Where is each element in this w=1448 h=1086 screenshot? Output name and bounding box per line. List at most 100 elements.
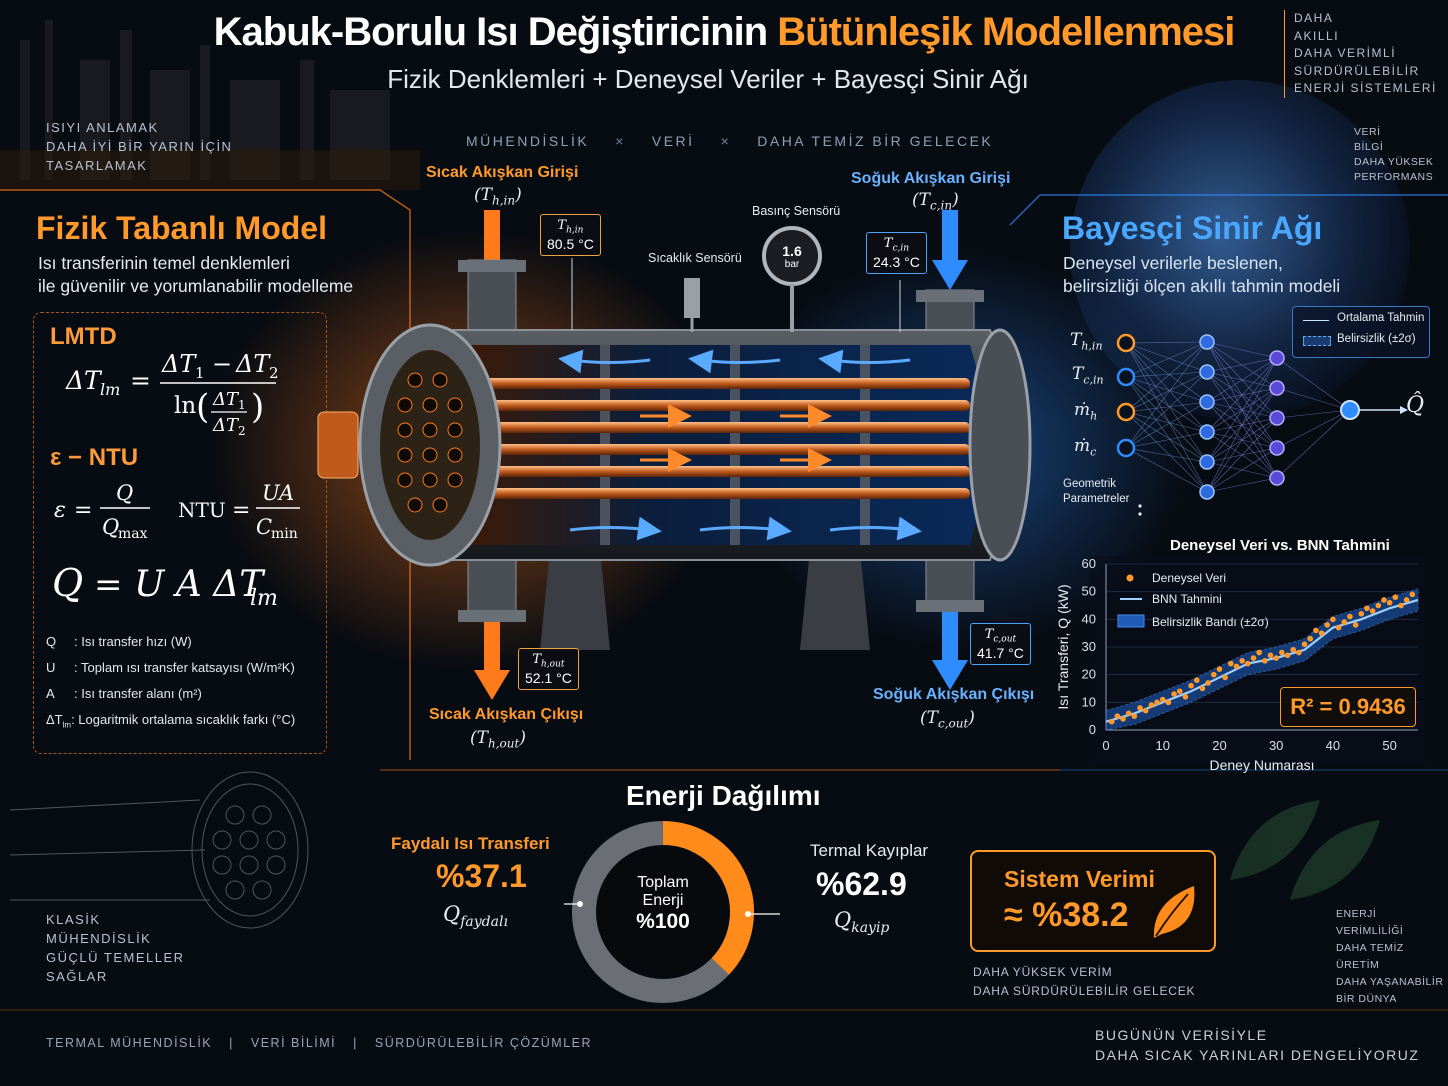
nn-edge [1206, 357, 1278, 373]
symbol-row: A: Isı transfer alanı (m²) [46, 686, 295, 712]
reading-value: 41.7 °C [977, 644, 1024, 661]
label-line: Parametreler [1063, 493, 1130, 505]
nn-hidden-node [1199, 484, 1215, 500]
y-axis-label: Isı Transferi, Q (kW) [1055, 584, 1071, 709]
x-tick-label: 40 [1326, 738, 1340, 753]
y-tick-label: 50 [1082, 584, 1096, 599]
saddle-support [800, 550, 870, 650]
nn-edge [1125, 411, 1208, 433]
data-point [1171, 691, 1177, 697]
svg-text:Q: Q [102, 515, 119, 539]
nn-hidden-node [1269, 350, 1285, 366]
tube [480, 400, 970, 411]
data-point [1142, 707, 1149, 714]
footer-line: DAHA SICAK YARINLARI DENGELİYORUZ [1095, 1047, 1420, 1063]
nn-edge [1206, 447, 1278, 493]
nn-input-label: Tc,in [1072, 364, 1104, 386]
tagline-item-future: DAHA TEMİZ BİR GELECEK [757, 133, 994, 149]
data-point [1250, 655, 1257, 661]
nn-edge [1206, 477, 1278, 493]
data-point [1216, 666, 1223, 672]
nn-edge [1276, 357, 1351, 411]
data-point [1228, 660, 1234, 667]
data-point [1324, 622, 1331, 628]
input-sym: ṁ [1074, 400, 1091, 420]
reading-value: 80.5 °C [547, 235, 594, 252]
nn-output-label: Q̂ [1406, 393, 1425, 418]
nn-edge [1125, 376, 1208, 493]
nn-edge [1206, 357, 1278, 493]
symbol-sub: c,out [937, 716, 969, 731]
hot-flow-arrows [640, 404, 832, 472]
svg-text:lm: lm [100, 380, 120, 399]
useful-heat-percent: %37.1 [436, 858, 527, 894]
nn-edge [1125, 342, 1208, 493]
tag-line: PERFORMANS [1354, 171, 1434, 183]
data-point [1148, 702, 1155, 708]
cold-flow-arrows [558, 349, 922, 541]
data-point [1262, 658, 1268, 664]
reading-th-out: Th,out 52.1 °C [518, 648, 579, 690]
symbol-sub: c,in [929, 198, 953, 213]
data-point [1301, 641, 1308, 648]
hot-outlet-arrow-shaft [484, 610, 500, 680]
nn-edge [1206, 357, 1278, 433]
data-point [1256, 649, 1262, 656]
nn-legend: Ortalama Tahmin Belirsizlik (±2σ) [1292, 306, 1430, 358]
donut-hole [598, 847, 728, 977]
nn-input-node [1116, 438, 1136, 458]
corner-tag-right-small: VERİ BİLGİ DAHA YÜKSEK PERFORMANS [1354, 125, 1433, 185]
data-point [1108, 718, 1115, 725]
tag-line: SAĞLAR [46, 969, 108, 984]
data-point [1114, 713, 1121, 719]
bnn-panel-title: Bayesçi Sinir Ağı [1062, 210, 1323, 246]
nn-hidden-node [1199, 334, 1215, 350]
nn-edge [1125, 376, 1208, 403]
tag-line: KLASİK [46, 912, 101, 927]
hot-outlet-symbol: (Th,out) [470, 728, 526, 751]
hot-inlet-flange [458, 260, 526, 272]
svg-text:ΔT: ΔT [65, 366, 103, 395]
reading-value: 24.3 °C [873, 253, 920, 270]
y-tick-label: 60 [1082, 556, 1096, 571]
legend-label: Deneysel Veri [1152, 571, 1226, 585]
cold-outlet-arrow-shaft [942, 600, 958, 670]
pressure-sensor-label: Basınç Sensörü [752, 204, 841, 218]
nn-hidden-node [1269, 470, 1285, 486]
nn-edge [1206, 341, 1278, 359]
symbol-sub: h,out [487, 736, 520, 751]
input-sym: T [1072, 364, 1084, 384]
tube-bundle [480, 378, 970, 499]
footer-item: SÜRDÜRÜLEBİLİR ÇÖZÜMLER [374, 1036, 593, 1050]
footer-sep: | [229, 1036, 234, 1050]
y-tick-label: 0 [1089, 722, 1096, 737]
input-sym: T [1070, 330, 1082, 350]
subtitle-line: Isı transferinin temel denklemleri [38, 253, 290, 273]
nn-hidden-node [1269, 380, 1285, 396]
svg-text:ΔT: ΔT [161, 350, 197, 378]
nn-hidden-node [1199, 454, 1215, 470]
tag-line: DAHA [1294, 11, 1334, 25]
nn-input-label: Th,in [1070, 330, 1103, 352]
data-point [1188, 682, 1194, 689]
nn-edge [1125, 341, 1208, 378]
symbol-desc: : Isı transfer hızı (W) [74, 634, 192, 649]
symbol-sub: lm [62, 720, 72, 730]
nn-edge [1125, 447, 1208, 463]
useful-heat-symbol: Qfaydalı [443, 902, 508, 930]
nn-edge [1125, 376, 1208, 433]
input-sub: c,in [1083, 373, 1104, 387]
corner-tag-bottom-left: KLASİK MÜHENDİSLİK GÜÇLÜ TEMELLER SAĞLAR [46, 910, 185, 986]
svg-text:=: = [232, 498, 250, 523]
nn-output-node [1340, 400, 1360, 420]
subtitle-line: Deneysel verilerle beslenen, [1063, 253, 1283, 273]
data-point [1392, 594, 1399, 600]
leader-dot [745, 911, 751, 917]
symbol-sub: h,in [491, 193, 516, 208]
nn-edge [1206, 357, 1278, 463]
rear-cover [968, 328, 1032, 562]
physics-panel-title: Fizik Tabanlı Model [36, 210, 327, 246]
nn-edge [1125, 342, 1208, 463]
corner-tag-top-right: DAHA AKILLI DAHA VERİMLİ SÜRDÜRÜLEBİLİR … [1284, 10, 1437, 98]
